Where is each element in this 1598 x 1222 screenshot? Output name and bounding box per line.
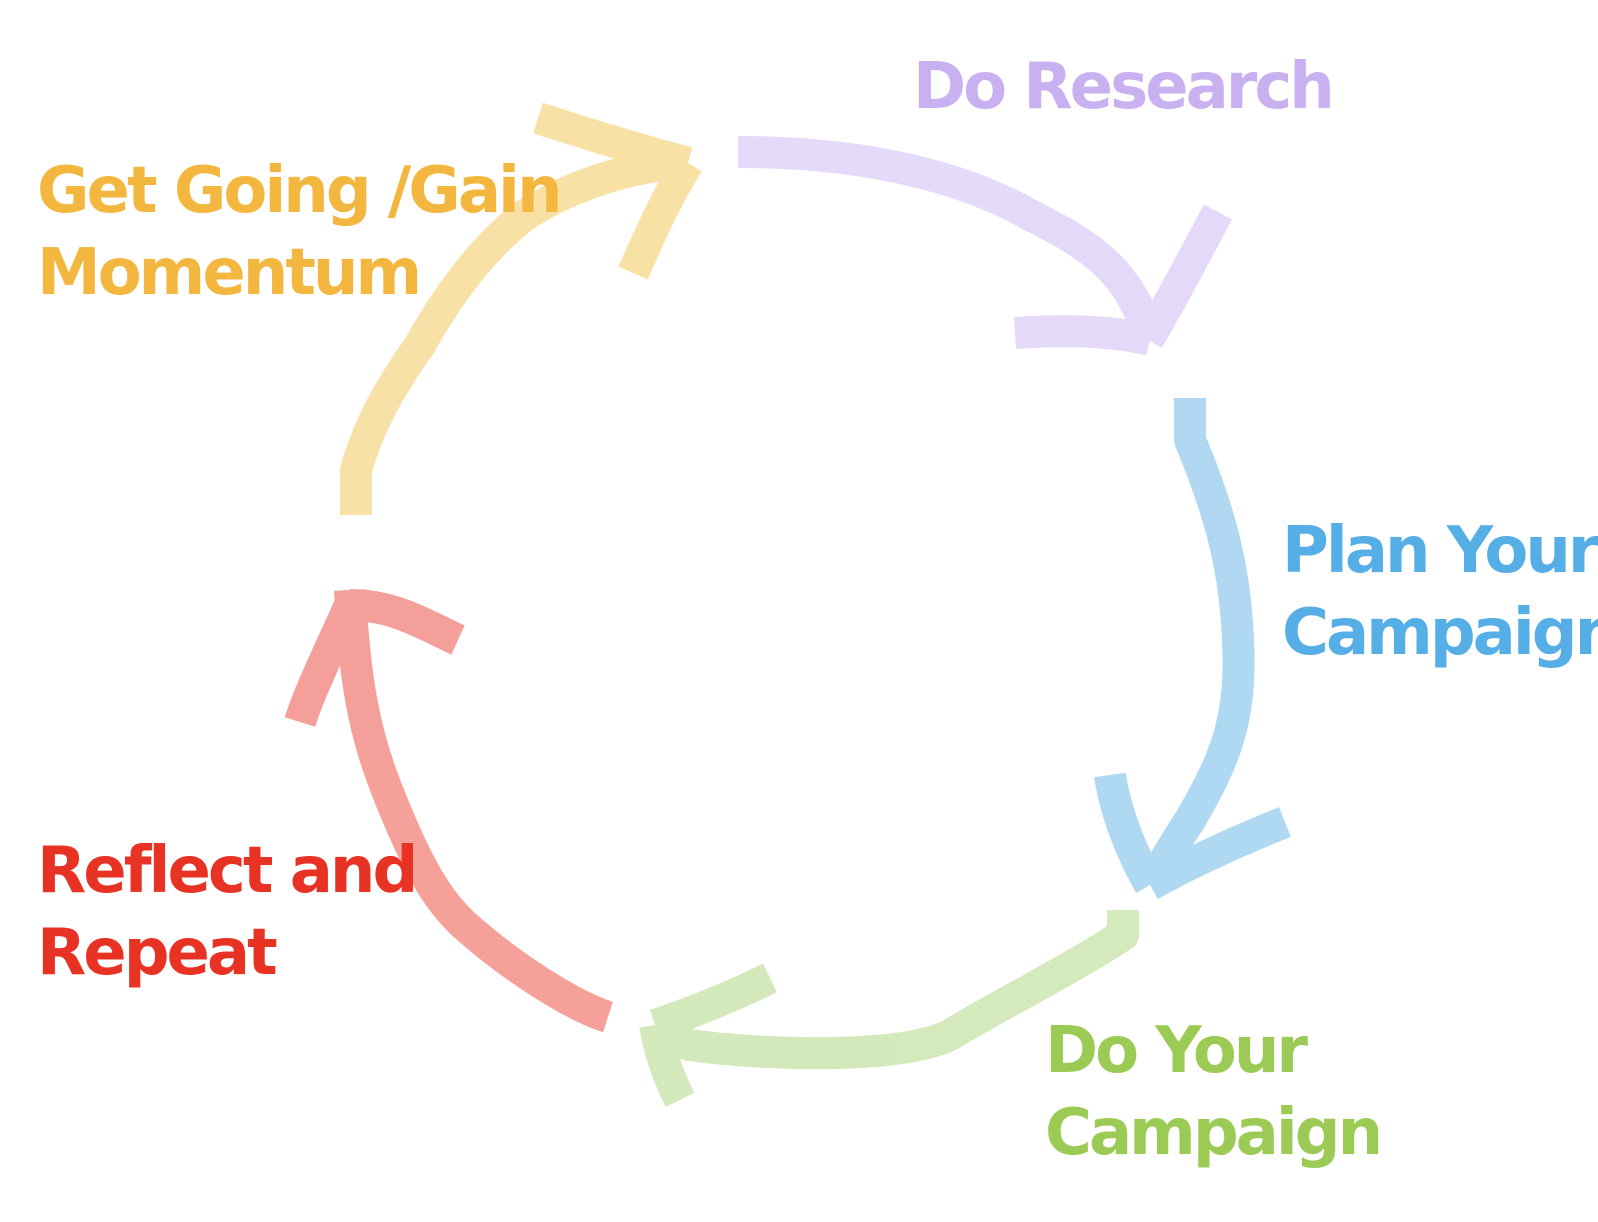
stage-label-do-line-2: Campaign bbox=[1045, 1096, 1383, 1170]
arrow-research-shaft bbox=[737, 136, 1166, 345]
stage-label-plan: Plan Your Campaign bbox=[1282, 510, 1598, 674]
arrow-momentum-shaft bbox=[340, 147, 689, 515]
arrow-do-head-upper bbox=[649, 963, 777, 1041]
arrow-research bbox=[737, 136, 1233, 356]
stage-label-momentum-line-2: Momentum bbox=[37, 236, 422, 310]
arrow-plan-shaft bbox=[1136, 398, 1255, 894]
arrow-plan-head-lower bbox=[1142, 807, 1291, 899]
stage-label-do: Do Your Campaign bbox=[1045, 1010, 1383, 1174]
arrow-momentum-head-lower bbox=[618, 154, 702, 280]
arrow-plan-head-upper bbox=[1094, 772, 1164, 893]
arrow-do bbox=[639, 910, 1139, 1108]
arrow-research-head-lower bbox=[1013, 315, 1154, 356]
stage-label-reflect-line-1: Reflect and bbox=[37, 834, 418, 908]
stage-label-momentum-line-1: Get Going /Gain bbox=[37, 154, 562, 228]
arrow-momentum bbox=[340, 102, 702, 515]
arrow-reflect-head-left bbox=[284, 598, 365, 727]
arrow-momentum-head-upper bbox=[533, 102, 693, 179]
stage-label-research: Do Research bbox=[913, 46, 1335, 128]
arrow-research-head-upper bbox=[1134, 204, 1233, 349]
arrow-reflect bbox=[284, 589, 614, 1033]
stage-label-reflect: Reflect and Repeat bbox=[37, 830, 418, 994]
stage-label-plan-line-2: Campaign bbox=[1282, 596, 1598, 670]
arrow-do-shaft bbox=[643, 910, 1139, 1070]
stage-label-plan-line-1: Plan Your bbox=[1282, 514, 1598, 588]
stage-label-research-line-1: Do Research bbox=[913, 50, 1335, 124]
arrow-reflect-head-right bbox=[349, 589, 465, 655]
arrow-do-head-lower bbox=[639, 1022, 695, 1108]
arrow-reflect-shaft bbox=[334, 589, 614, 1033]
arrow-plan bbox=[1094, 398, 1291, 899]
stage-label-do-line-1: Do Your bbox=[1045, 1014, 1308, 1088]
stage-label-reflect-line-2: Repeat bbox=[37, 916, 278, 990]
stage-label-momentum: Get Going /Gain Momentum bbox=[37, 150, 562, 314]
